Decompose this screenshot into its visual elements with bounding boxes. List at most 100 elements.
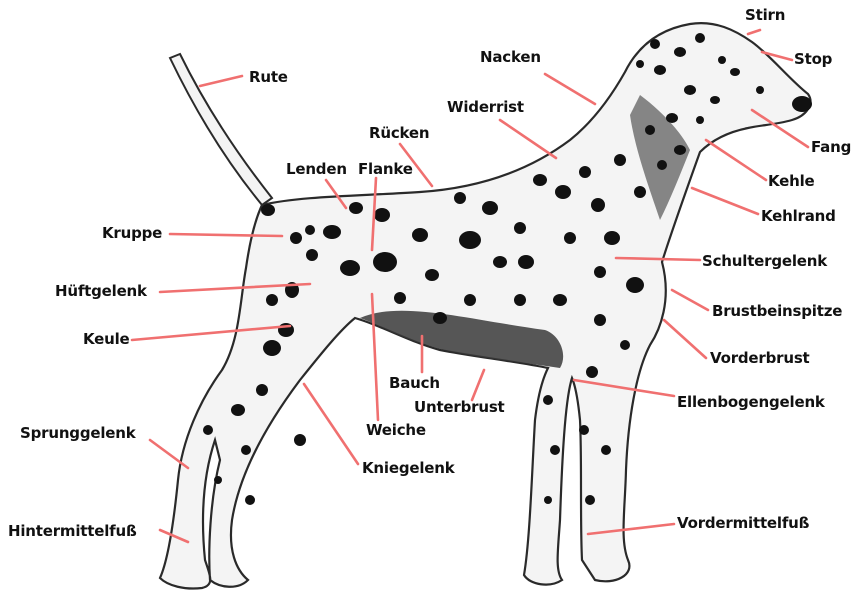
dog-spot — [241, 445, 251, 455]
label-sprunggelenk: Sprunggelenk — [20, 424, 136, 442]
label-hueftgelenk: Hüftgelenk — [55, 282, 147, 300]
dog-spot — [373, 252, 397, 272]
label-vordermittelfuss: Vordermittelfuß — [677, 514, 809, 532]
dog-spot — [604, 231, 620, 245]
label-stop: Stop — [794, 50, 832, 68]
dog-spot — [214, 476, 222, 484]
dog-spot — [412, 228, 428, 242]
label-brustbeinspitze: Brustbeinspitze — [712, 302, 842, 320]
dog-spot — [601, 445, 611, 455]
dog-spot — [696, 116, 704, 124]
dog-spot — [657, 160, 667, 170]
dog-nose — [792, 96, 812, 112]
dog-spot — [620, 340, 630, 350]
label-stirn: Stirn — [745, 6, 785, 24]
label-fang: Fang — [811, 138, 851, 156]
dog-spot — [591, 198, 605, 212]
leader-line-kehle — [706, 140, 766, 180]
dog-spot — [323, 225, 341, 239]
label-unterbrust: Unterbrust — [414, 398, 505, 416]
dog-spot — [464, 294, 476, 306]
dog-spot — [666, 113, 678, 123]
dog-spot — [493, 256, 507, 268]
label-nacken: Nacken — [480, 48, 541, 66]
label-vorderbrust: Vorderbrust — [710, 349, 810, 367]
label-flanke: Flanke — [358, 160, 413, 178]
dog-spot — [674, 145, 686, 155]
dog-spot — [261, 204, 275, 216]
dog-spot — [710, 96, 720, 104]
dog-spot — [544, 496, 552, 504]
dog-spot — [425, 269, 439, 281]
dog-spot — [306, 249, 318, 261]
label-kniegelenk: Kniegelenk — [362, 459, 455, 477]
label-ruecken: Rücken — [369, 124, 429, 142]
dog-spot — [231, 404, 245, 416]
dog-spot — [374, 208, 390, 222]
dog-spot — [650, 39, 660, 49]
dog-spot — [695, 33, 705, 43]
dog-spot — [756, 86, 764, 94]
dog-spot — [579, 166, 591, 178]
label-ellenbogengelenk: Ellenbogengelenk — [677, 393, 825, 411]
label-hintermittelfuss: Hintermittelfuß — [8, 522, 137, 540]
dog-spot — [263, 340, 281, 356]
label-lenden: Lenden — [286, 160, 347, 178]
label-weiche: Weiche — [366, 421, 426, 439]
dog-spot — [266, 294, 278, 306]
dog-spot — [543, 395, 553, 405]
dog-spot — [256, 384, 268, 396]
leader-line-kniegelenk — [304, 384, 358, 464]
dog-spot — [718, 56, 726, 64]
dog-spot — [564, 232, 576, 244]
dog-spot — [586, 366, 598, 378]
dog-spot — [514, 294, 526, 306]
leader-line-vorderbrust — [664, 320, 706, 358]
leader-line-kehlrand — [692, 188, 758, 214]
dog-spot — [482, 201, 498, 215]
dog-spot — [349, 202, 363, 214]
dog-spot — [614, 154, 626, 166]
label-keule: Keule — [83, 330, 130, 348]
dog-spot — [634, 186, 646, 198]
dog-spot — [454, 192, 466, 204]
label-rute: Rute — [249, 68, 288, 86]
dog-spot — [579, 425, 589, 435]
leader-line-stirn — [748, 30, 760, 34]
dog-spot — [674, 47, 686, 57]
label-bauch: Bauch — [389, 374, 440, 392]
dog-spot — [553, 294, 567, 306]
dog-spot — [636, 60, 644, 68]
dog-spot — [594, 266, 606, 278]
dog-spot — [533, 174, 547, 186]
dog-spot — [555, 185, 571, 199]
dog-spot — [645, 125, 655, 135]
dog-spot — [394, 292, 406, 304]
dog-spot — [340, 260, 360, 276]
dog-spot — [203, 425, 213, 435]
dog-spot — [433, 312, 447, 324]
dog-spot — [550, 445, 560, 455]
leader-line-rute — [200, 76, 242, 86]
leader-line-nacken — [545, 74, 595, 104]
label-kehle: Kehle — [768, 172, 815, 190]
dog-spot — [585, 495, 595, 505]
dog-spot — [294, 434, 306, 446]
dog-spot — [518, 255, 534, 269]
dog-spot — [459, 231, 481, 249]
label-kehlrand: Kehlrand — [761, 207, 836, 225]
dog-spot — [684, 85, 696, 95]
dog-spot — [514, 222, 526, 234]
label-widerrist: Widerrist — [447, 98, 524, 116]
leader-line-brustbeinspitze — [672, 290, 708, 310]
dog-spot — [305, 225, 315, 235]
leader-line-unterbrust — [472, 370, 484, 400]
dog-spot — [626, 277, 644, 293]
label-schultergelenk: Schultergelenk — [702, 252, 827, 270]
leader-line-widerrist — [500, 120, 556, 158]
dog-spot — [594, 314, 606, 326]
dog-eye — [730, 68, 740, 76]
dog-spot — [290, 232, 302, 244]
label-kruppe: Kruppe — [102, 224, 162, 242]
